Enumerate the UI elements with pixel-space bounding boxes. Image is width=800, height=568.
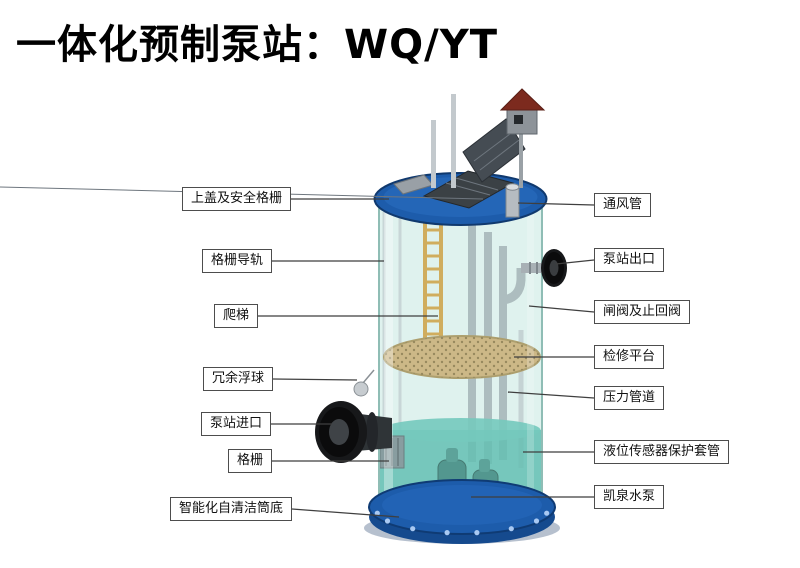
label-service-platform: 检修平台	[594, 345, 665, 369]
label-grille: 格栅	[227, 449, 272, 473]
tank-glass-front	[378, 200, 543, 508]
flange-bolts	[374, 510, 550, 536]
label-top-cover-safety-grille: 上盖及安全格栅	[181, 187, 291, 211]
label-station-inlet: 泵站进口	[200, 412, 271, 436]
vent-pipe-shape	[505, 183, 520, 218]
float-ball-shape	[353, 369, 375, 397]
label-level-sensor-sleeve: 液位传感器保护套管	[594, 440, 730, 464]
label-grille-guide-rail: 格栅导轨	[201, 249, 272, 273]
label-redundant-float: 冗余浮球	[202, 367, 273, 391]
mast-shape	[431, 94, 456, 188]
solar-panel-shape	[462, 118, 526, 183]
label-kaiquan-pump: 凯泉水泵	[594, 485, 665, 509]
outlet-pipe-shape	[521, 249, 567, 287]
label-station-outlet: 泵站出口	[594, 248, 665, 272]
page-title: 一体化预制泵站：WQ/YT	[16, 22, 498, 68]
label-gate-check-valve: 闸阀及止回阀	[594, 300, 691, 324]
leader-lines	[258, 198, 595, 518]
label-self-cleaning-bottom: 智能化自清洁筒底	[169, 497, 292, 521]
inlet-pipe-shape	[315, 401, 392, 463]
service-platform-shape	[383, 335, 541, 379]
control-box-shape	[499, 88, 546, 188]
label-pressure-pipe: 压力管道	[594, 386, 665, 410]
label-ladder: 爬梯	[213, 304, 258, 328]
base-flange-shape	[364, 479, 560, 544]
ladder-shape	[423, 222, 443, 340]
label-vent-pipe: 通风管	[594, 193, 652, 217]
